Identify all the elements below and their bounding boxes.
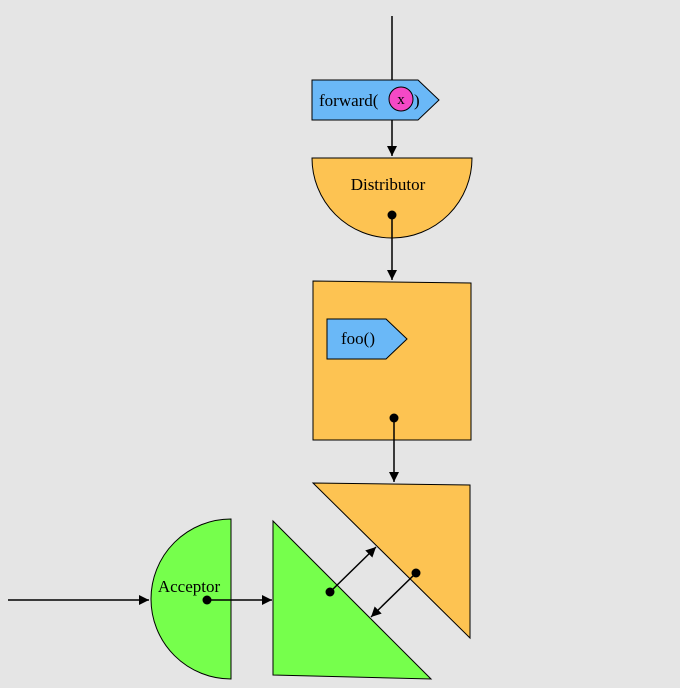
forward-label-suffix: ): [414, 91, 420, 110]
edge-green-to-orange: [329, 546, 377, 593]
block-node[interactable]: foo(): [312, 280, 472, 441]
foo-label: foo(): [341, 329, 375, 348]
forward-label-prefix: forward(: [319, 91, 379, 110]
acceptor-node[interactable]: Acceptor: [150, 518, 232, 680]
edge-orange-to-green: [370, 572, 417, 618]
distributor-label: Distributor: [351, 175, 426, 194]
forward-param-label: x: [397, 92, 405, 108]
forward-param-circle[interactable]: [388, 86, 414, 112]
foo-tag[interactable]: [326, 318, 408, 360]
forward-node[interactable]: forward( x ): [311, 79, 440, 121]
acceptor-label: Acceptor: [158, 577, 221, 596]
svg-text:forward(: forward(: [319, 91, 379, 110]
orange-triangle-node[interactable]: [311, 482, 471, 640]
distributor-node[interactable]: Distributor: [311, 157, 473, 239]
